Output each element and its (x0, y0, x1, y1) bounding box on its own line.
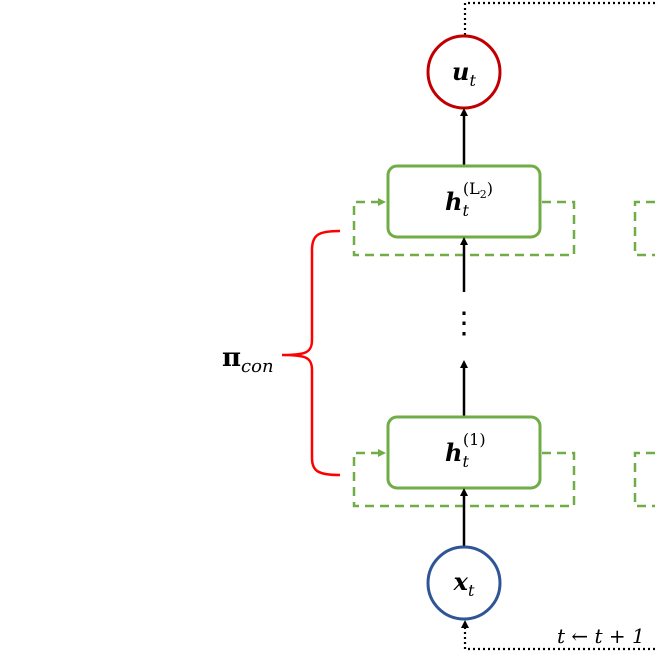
input-node-circle (426, 545, 502, 621)
next-step-recurrence-partial-bottom (633, 451, 655, 508)
hidden-layer-top-label: ht(L2) (445, 179, 493, 220)
policy-label: πcon (222, 343, 274, 377)
next-step-recurrence-partial-top (633, 200, 655, 257)
hidden-layer-bottom-label: ht(1) (445, 430, 486, 471)
output-node-label: ut (452, 57, 476, 90)
feedback-dotted-line-bottom (461, 620, 655, 651)
time-update-label: t ← t + 1 (557, 624, 645, 648)
layers-ellipsis: ⋮ (449, 306, 479, 341)
input-node-label: xt (453, 567, 475, 600)
feedback-dotted-line-top (463, 1, 655, 35)
policy-brace (281, 229, 341, 477)
